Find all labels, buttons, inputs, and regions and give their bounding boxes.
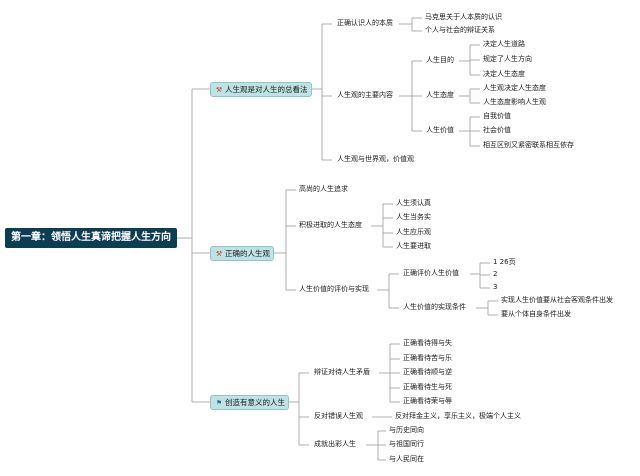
leaf-topic[interactable]: 正确看待苦与乐 (403, 354, 452, 362)
leaf-topic[interactable]: 人生应乐观 (396, 228, 431, 236)
branch-label: 创造有意义的人生 (225, 398, 285, 407)
subtopic[interactable]: 人生观与世界观，价值观 (337, 155, 414, 163)
subtopic[interactable]: 辩证对待人生矛盾 (314, 368, 370, 376)
leaf-topic[interactable]: 人生须认真 (396, 199, 431, 207)
subtopic[interactable]: 正确评价人生价值 (403, 269, 459, 277)
leaf-topic[interactable]: 规定了人生方向 (483, 55, 532, 63)
subtopic[interactable]: 人生目的 (426, 56, 454, 64)
leaf-topic[interactable]: 正确看待顺与逆 (403, 368, 452, 376)
leaf-topic[interactable]: 人生观决定人生态度 (483, 84, 546, 92)
leaf-topic[interactable]: 与祖国同行 (389, 440, 424, 448)
root-topic[interactable]: 第一章：领悟人生真谛把握人生方向 (5, 228, 177, 248)
leaf-topic[interactable]: 正确看待得与失 (403, 339, 452, 347)
leaf-topic[interactable]: 2 (493, 270, 498, 278)
subtopic[interactable]: 人生价值的评价与实现 (299, 285, 369, 293)
subtopic[interactable]: 反对错误人生观 (314, 412, 363, 420)
subtopic[interactable]: 高尚的人生追求 (299, 185, 348, 193)
subtopic[interactable]: 人生态度 (426, 91, 454, 99)
subtopic[interactable]: 积极进取的人生态度 (299, 221, 362, 229)
leaf-topic[interactable]: 正确看待生与死 (403, 383, 452, 391)
leaf-topic[interactable]: 自我价值 (483, 112, 511, 120)
branch-topic-correct-outlook[interactable]: ⚒正确的人生观 (210, 246, 274, 261)
subtopic[interactable]: 成就出彩人生 (314, 440, 356, 448)
subtopic[interactable]: 人生价值 (426, 126, 454, 134)
leaf-topic[interactable]: 正确看待荣与辱 (403, 397, 452, 405)
leaf-topic[interactable]: 相互区别又紧密联系相互依存 (483, 141, 574, 149)
flag-icon: ⚑ (215, 399, 223, 407)
leaf-topic[interactable]: 人生要进取 (396, 242, 431, 250)
leaf-topic[interactable]: 要从个体自身条件出发 (501, 310, 571, 318)
branch-topic-outlook[interactable]: ⚒人生观是对人生的总看法 (210, 82, 312, 97)
branch-label: 人生观是对人生的总看法 (225, 85, 308, 94)
leaf-topic[interactable]: 人生当务实 (396, 213, 431, 221)
subtopic[interactable]: 人生价值的实现条件 (403, 303, 466, 311)
leaf-topic[interactable]: 3 (493, 283, 498, 291)
leaf-topic[interactable]: 决定人生道路 (483, 40, 525, 48)
pick-tool-icon: ⚒ (215, 250, 223, 258)
leaf-topic[interactable]: 个人与社会的辩证关系 (425, 26, 495, 34)
leaf-topic[interactable]: 反对拜金主义，享乐主义，极端个人主义 (395, 412, 521, 420)
leaf-topic[interactable]: 实现人生价值要从社会客观条件出发 (501, 296, 613, 304)
leaf-topic[interactable]: 马克思关于人本质的认识 (425, 13, 502, 21)
branch-label: 正确的人生观 (225, 249, 270, 258)
leaf-topic[interactable]: 社会价值 (483, 126, 511, 134)
pick-tool-icon: ⚒ (215, 86, 223, 94)
branch-topic-meaningful-life[interactable]: ⚑创造有意义的人生 (210, 395, 289, 410)
leaf-topic[interactable]: 1 26页 (493, 258, 516, 266)
subtopic[interactable]: 人生观的主要内容 (337, 91, 393, 99)
leaf-topic[interactable]: 决定人生态度 (483, 70, 525, 78)
leaf-topic[interactable]: 人生态度影响人生观 (483, 98, 546, 106)
leaf-topic[interactable]: 与历史同向 (389, 426, 424, 434)
subtopic[interactable]: 正确认识人的本质 (337, 19, 393, 27)
leaf-topic[interactable]: 与人民同在 (389, 455, 424, 463)
